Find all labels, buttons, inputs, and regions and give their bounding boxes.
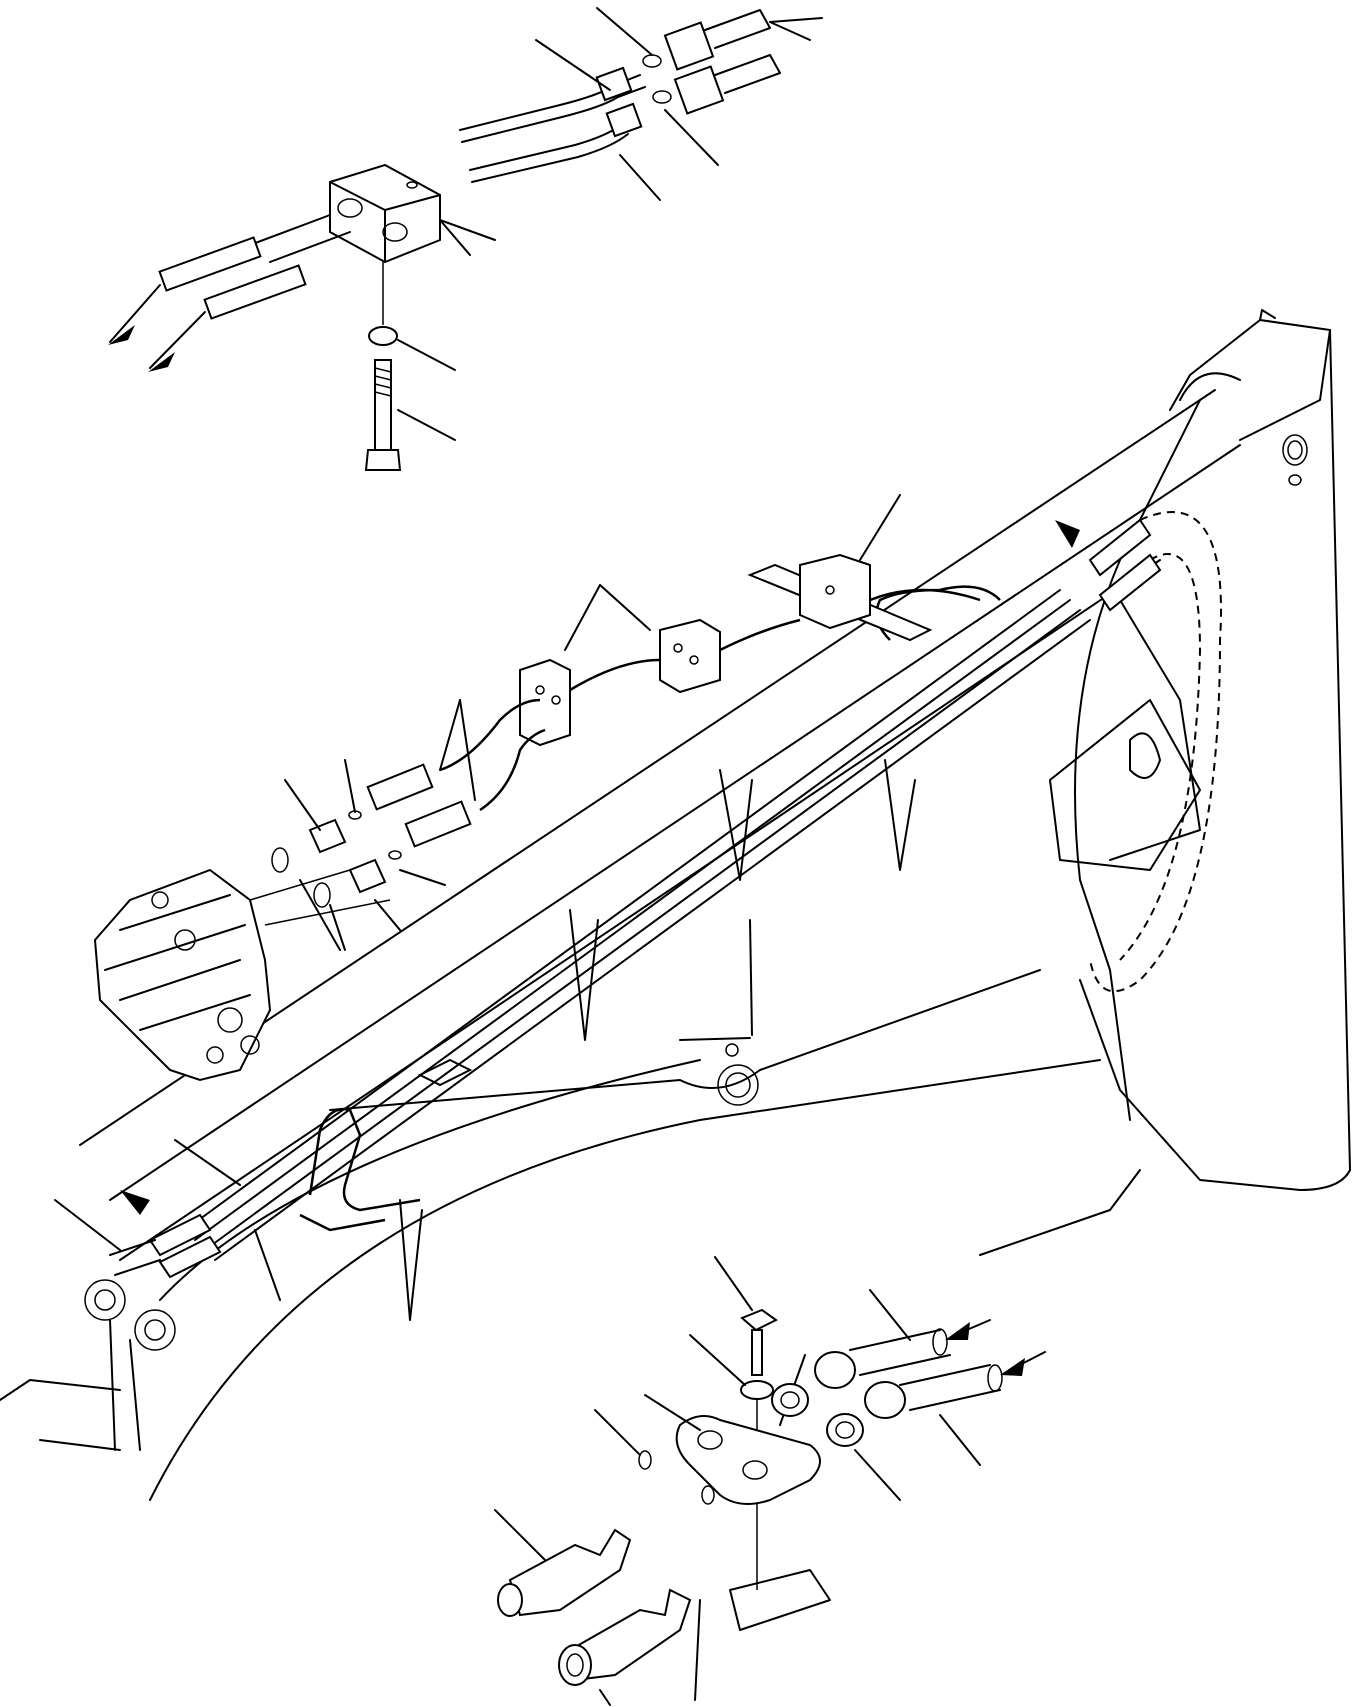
boom-hydraulic-tubes [0, 518, 1162, 1451]
control-valve-assembly [93, 698, 546, 1082]
top-detail-clamp-assembly [108, 7, 823, 471]
boom-structure [79, 309, 1351, 1501]
bottom-detail-coupler [494, 1256, 1046, 1706]
hose-clamp-blocks [519, 494, 981, 747]
